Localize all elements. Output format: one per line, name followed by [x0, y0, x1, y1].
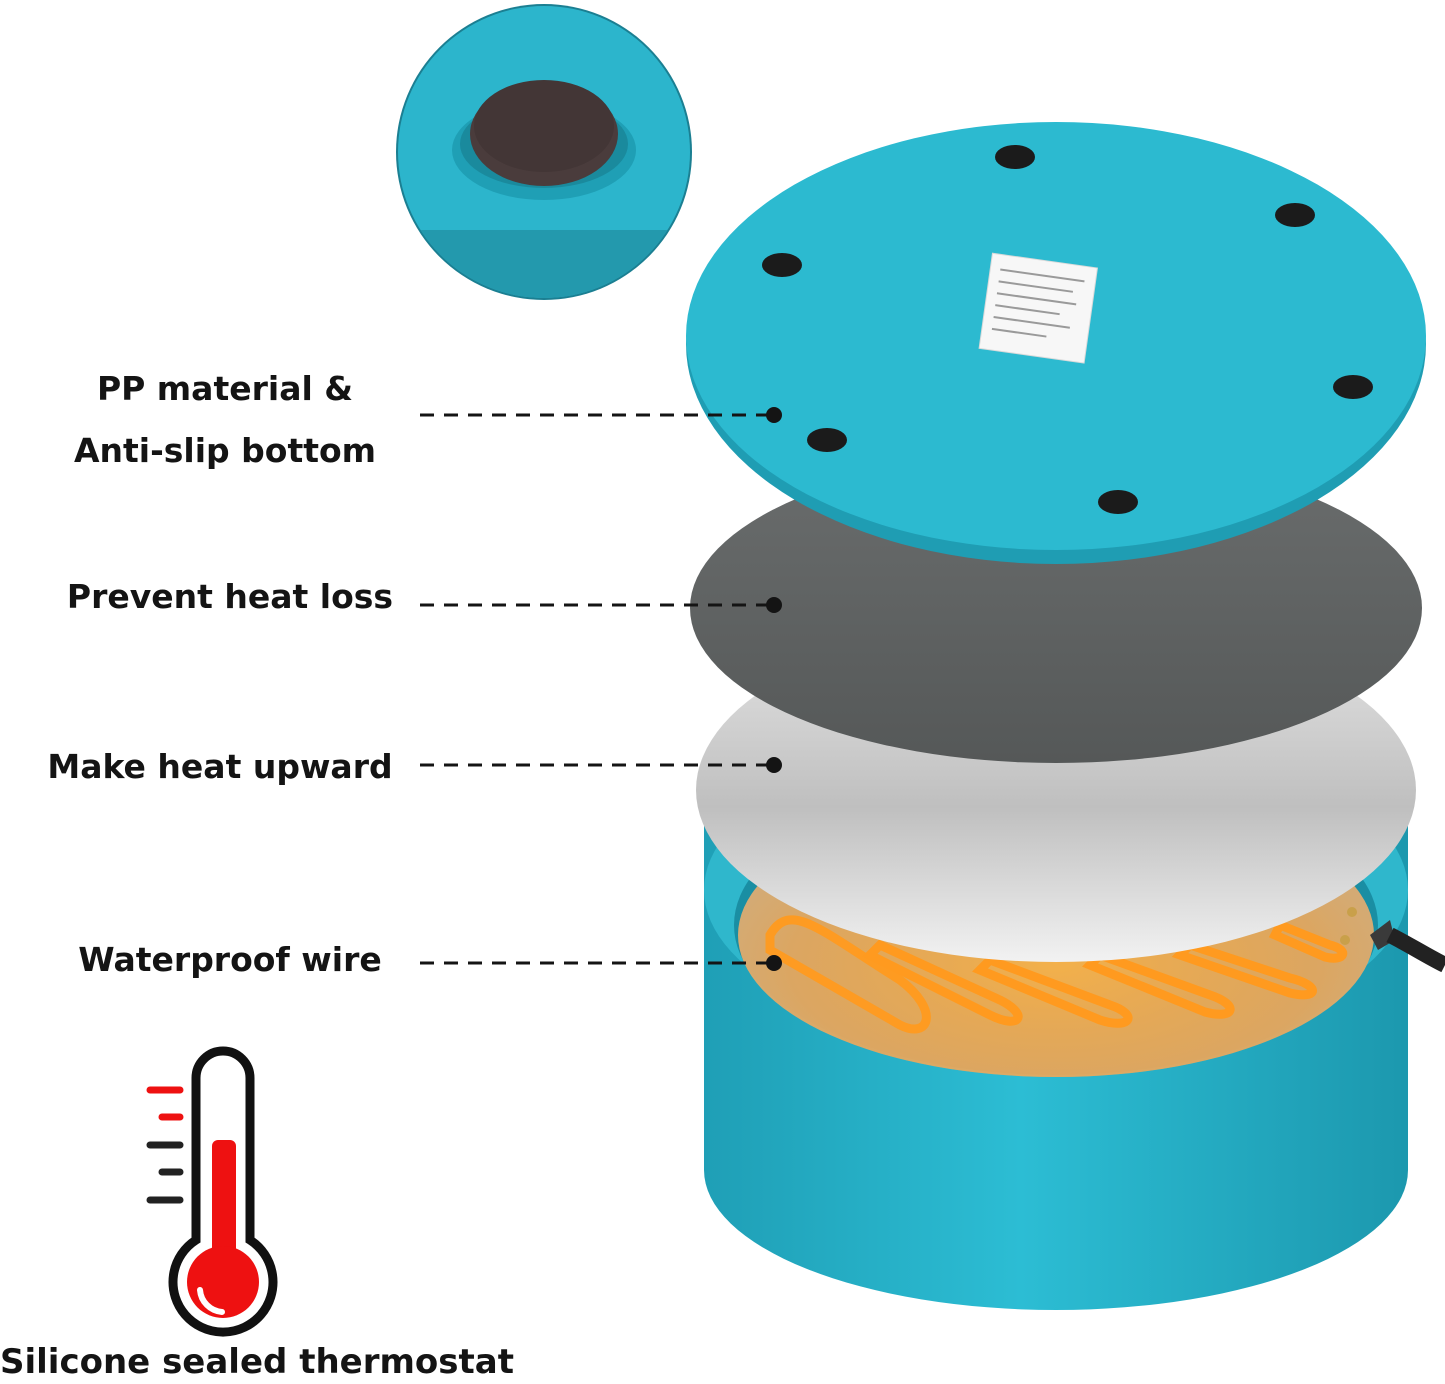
power-cord-connector	[1340, 907, 1445, 973]
product-label	[978, 252, 1098, 364]
anti-slip-feet	[762, 145, 1373, 514]
callout-prevent-heat-loss: Prevent heat loss	[66, 577, 394, 616]
thermostat-caption: Silicone sealed thermostat	[0, 1342, 514, 1382]
anti-slip-foot-closeup-icon	[396, 4, 692, 300]
leader-lines	[420, 413, 770, 965]
pp-bottom-disc	[686, 122, 1426, 564]
callout-pp-material: PP material & Anti-slip bottom	[73, 369, 377, 470]
callout-make-heat-upward: Make heat upward	[47, 747, 393, 786]
leader-dots	[766, 407, 782, 971]
heating-wire	[765, 915, 1347, 1034]
callout-waterproof-wire: Waterproof wire	[78, 940, 382, 979]
thermometer-icon	[146, 1046, 278, 1337]
